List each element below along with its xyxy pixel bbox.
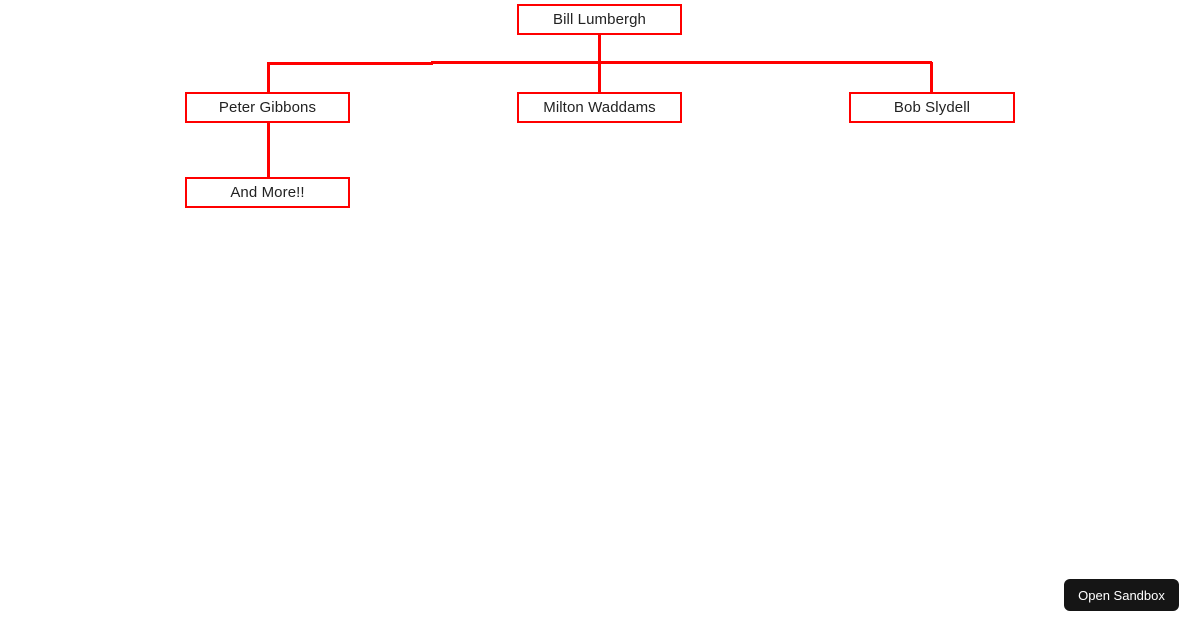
open-sandbox-label: Open Sandbox (1078, 587, 1165, 603)
open-sandbox-button[interactable]: Open Sandbox (1064, 579, 1179, 611)
org-node-label: And More!! (230, 184, 305, 201)
org-node-and-more[interactable]: And More!! (185, 177, 350, 208)
org-node-peter-gibbons[interactable]: Peter Gibbons (185, 92, 350, 123)
org-node-bill-lumbergh[interactable]: Bill Lumbergh (517, 4, 682, 35)
org-node-label: Milton Waddams (543, 99, 656, 116)
org-node-milton-waddams[interactable]: Milton Waddams (517, 92, 682, 123)
org-node-label: Bob Slydell (893, 99, 971, 116)
org-node-label: Bill Lumbergh (552, 11, 646, 28)
org-node-label: Peter Gibbons (218, 99, 317, 116)
org-node-bob-slydell[interactable]: Bob Slydell (849, 92, 1015, 123)
